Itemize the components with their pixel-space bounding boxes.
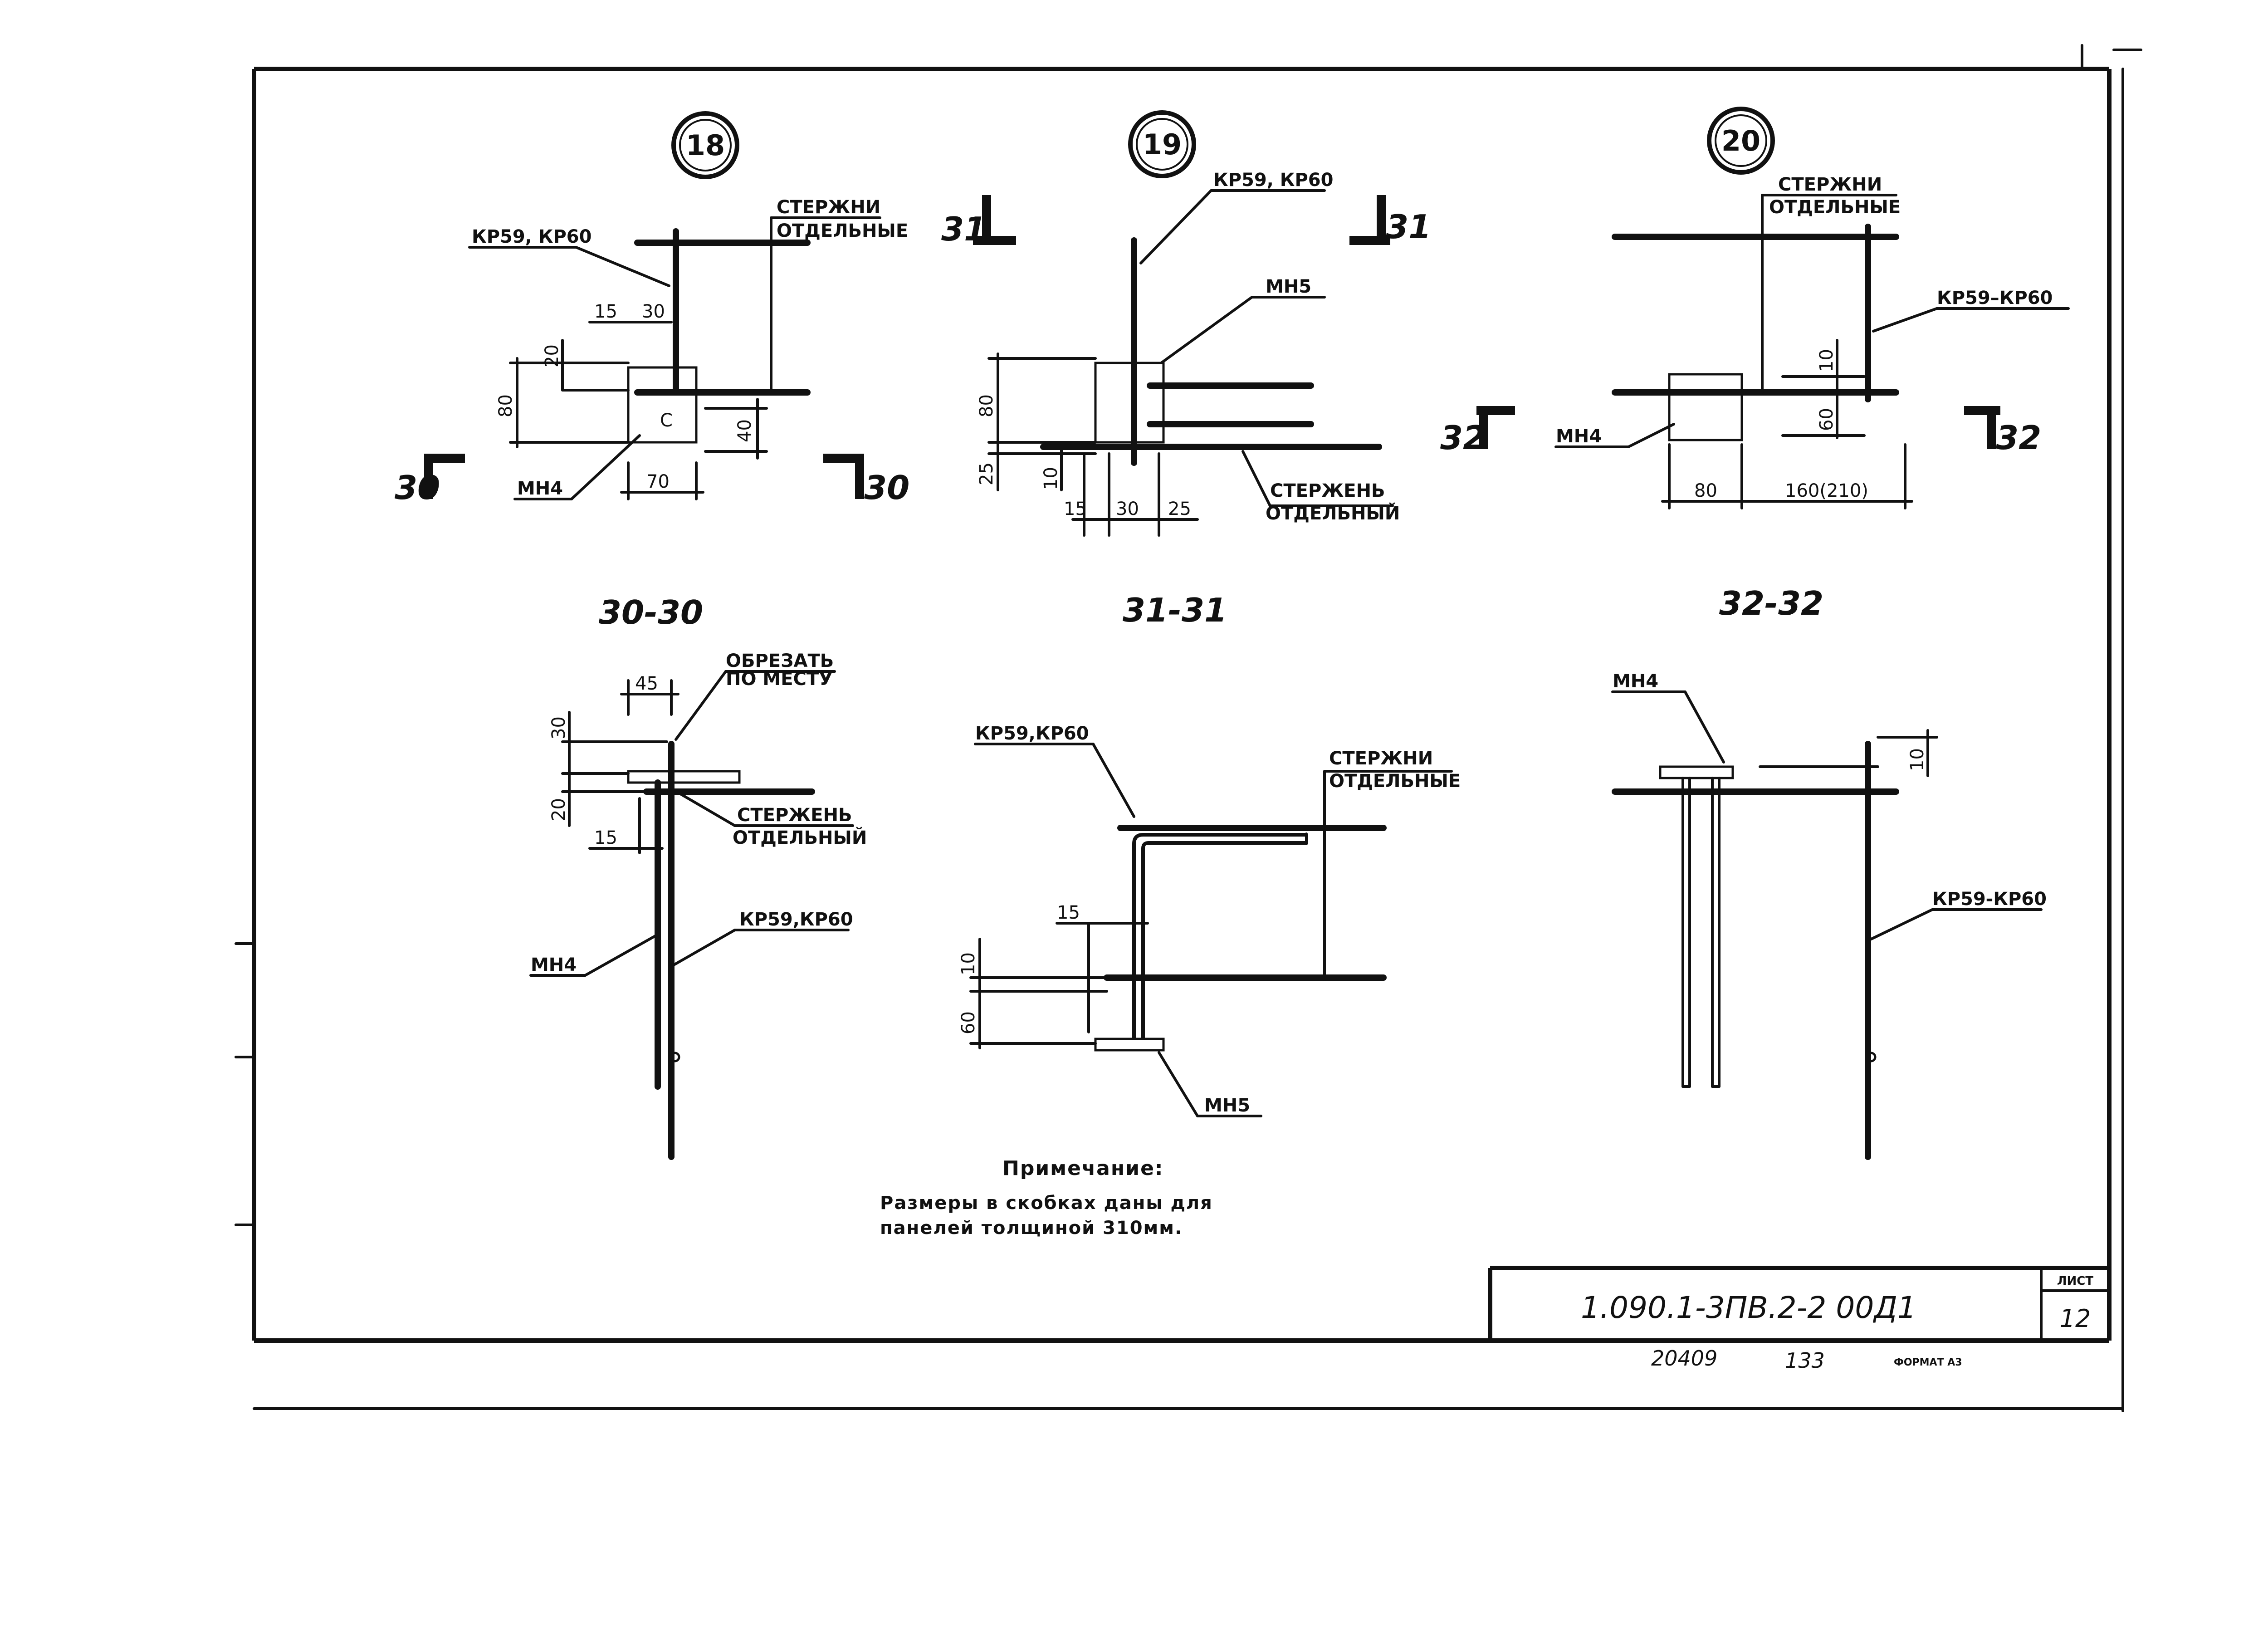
section-mark-left: 31 [941,210,987,248]
bar-note-top: СТЕРЖНИ [777,197,880,218]
svg-text:10: 10 [1816,349,1837,372]
section-mark-right: 30 [864,469,909,507]
svg-text:30: 30 [642,301,665,322]
svg-text:160(210): 160(210) [1785,480,1868,501]
plate-mark: С [660,410,673,431]
frame-label: КР59-КР60 [1932,889,2047,910]
sheet-number: 12 [2060,1304,2091,1333]
section-31-31: 31-31 КР59,КР60 СТЕРЖНИ ОТДЕЛЬНЫЕ МН5 15… [958,591,1461,1117]
drawing-frame [235,44,2142,1412]
svg-text:15: 15 [1057,902,1080,923]
bar-note-top: СТЕРЖНИ [1778,174,1882,195]
plate-label: МН4 [1556,426,1602,447]
footer-stamps: 20409 133 ФОРМАТ А3 [1651,1346,1962,1373]
section-mark-right: 31 [1386,208,1431,246]
svg-text:30: 30 [548,716,569,739]
svg-text:20: 20 [548,798,569,821]
frame-label: КР59–КР60 [1937,288,2053,308]
plate-label: МН4 [531,955,577,975]
bar-note-bottom: ОТДЕЛЬНЫЕ [1769,197,1901,218]
detail-19: 19 КР59, КР60 МН5 СТЕРЖЕНЬ ОТДЕЛЬНЫЙ 80 … [941,110,1431,537]
svg-text:15: 15 [594,827,617,848]
plate-label: МН4 [1613,671,1658,692]
svg-text:80: 80 [495,394,516,417]
frame-label: КР59,КР60 [975,723,1089,744]
drawing-code: 1.090.1-3ПВ.2-2 00Д1 [1581,1290,1916,1325]
bar-label-top: СТЕРЖНИ [1329,748,1433,769]
bar-note-bottom: ОТДЕЛЬНЫЙ [1266,502,1400,524]
detail-number-circle-inner [679,119,732,171]
detail-number-circle [671,111,739,179]
detail-20: 20 СТЕРЖНИ ОТДЕЛЬНЫЕ КР59–КР60 МН4 10 60… [1440,107,2070,509]
cut-label-top: ОБРЕЗАТЬ [726,651,834,671]
section-title: 32-32 [1719,584,1823,622]
svg-text:80: 80 [976,394,997,417]
note-title: Примечание: [1002,1157,1164,1180]
frame-label: КР59,КР60 [739,909,853,930]
svg-text:60: 60 [958,1011,979,1034]
svg-text:60: 60 [1816,408,1837,431]
svg-text:40: 40 [734,419,755,442]
detail-number: 18 [686,129,725,162]
svg-text:80: 80 [1694,480,1717,501]
svg-text:10: 10 [1907,748,1928,771]
svg-text:25: 25 [976,462,997,485]
cut-label-bottom: ПО МЕСТУ [726,669,833,690]
section-mark-left: 30 [395,469,440,507]
plate-label: МН5 [1204,1095,1250,1116]
svg-text:20: 20 [542,344,562,367]
bar-note-top: СТЕРЖЕНЬ [1270,480,1385,501]
svg-text:10: 10 [1041,467,1061,490]
section-32-32: 32-32 МН4 КР59-КР60 10 [1611,584,2047,1160]
detail-number: 20 [1721,124,1760,157]
detail-number-circle-inner [1715,114,1767,167]
bar-label-bottom: ОТДЕЛЬНЫЙ [733,827,867,848]
svg-text:45: 45 [635,673,658,694]
frame-label: КР59, КР60 [1213,170,1333,191]
section-30-30: 30-30 ОБРЕЗАТЬ ПО МЕСТУ СТЕРЖЕНЬ ОТДЕЛЬН… [529,593,867,1160]
section-title: 31-31 [1123,591,1227,629]
svg-text:70: 70 [646,471,670,492]
sheet-label: ЛИСТ [2057,1274,2093,1288]
plate-label: МН5 [1266,276,1311,297]
detail-number-circle [1707,107,1775,175]
svg-text:25: 25 [1168,499,1191,519]
detail-number-circle-inner [1136,118,1188,171]
bar-note-bottom: ОТДЕЛЬНЫЕ [777,220,908,241]
plate-label: МН4 [517,478,563,499]
svg-text:15: 15 [1064,499,1087,519]
detail-number: 19 [1143,128,1182,161]
format-label: ФОРМАТ А3 [1894,1357,1962,1368]
general-note: Примечание: Размеры в скобках даны для п… [880,1157,1213,1238]
detail-18: 18 С СТЕРЖНИ ОТДЕЛЬНЫЕ КР59, КР60 МН4 15… [395,111,909,507]
note-line-1: Размеры в скобках даны для [880,1193,1213,1214]
svg-text:10: 10 [958,952,979,975]
inventory-number: 20409 [1651,1346,1717,1371]
section-mark-right: 32 [1996,419,2041,457]
svg-text:15: 15 [594,301,617,322]
frame-label: КР59, КР60 [472,226,591,247]
detail-number-circle [1128,110,1196,178]
section-mark-left: 32 [1440,419,1486,457]
note-line-2: панелей толщиной 310мм. [880,1218,1183,1238]
section-title: 30-30 [599,593,703,631]
copy-number: 133 [1785,1348,1825,1373]
title-block: 1.090.1-3ПВ.2-2 00Д1 ЛИСТ 12 [1488,1266,2111,1342]
bar-label-top: СТЕРЖЕНЬ [737,805,852,826]
svg-text:30: 30 [1116,499,1139,519]
bar-label-bottom: ОТДЕЛЬНЫЕ [1329,771,1461,792]
